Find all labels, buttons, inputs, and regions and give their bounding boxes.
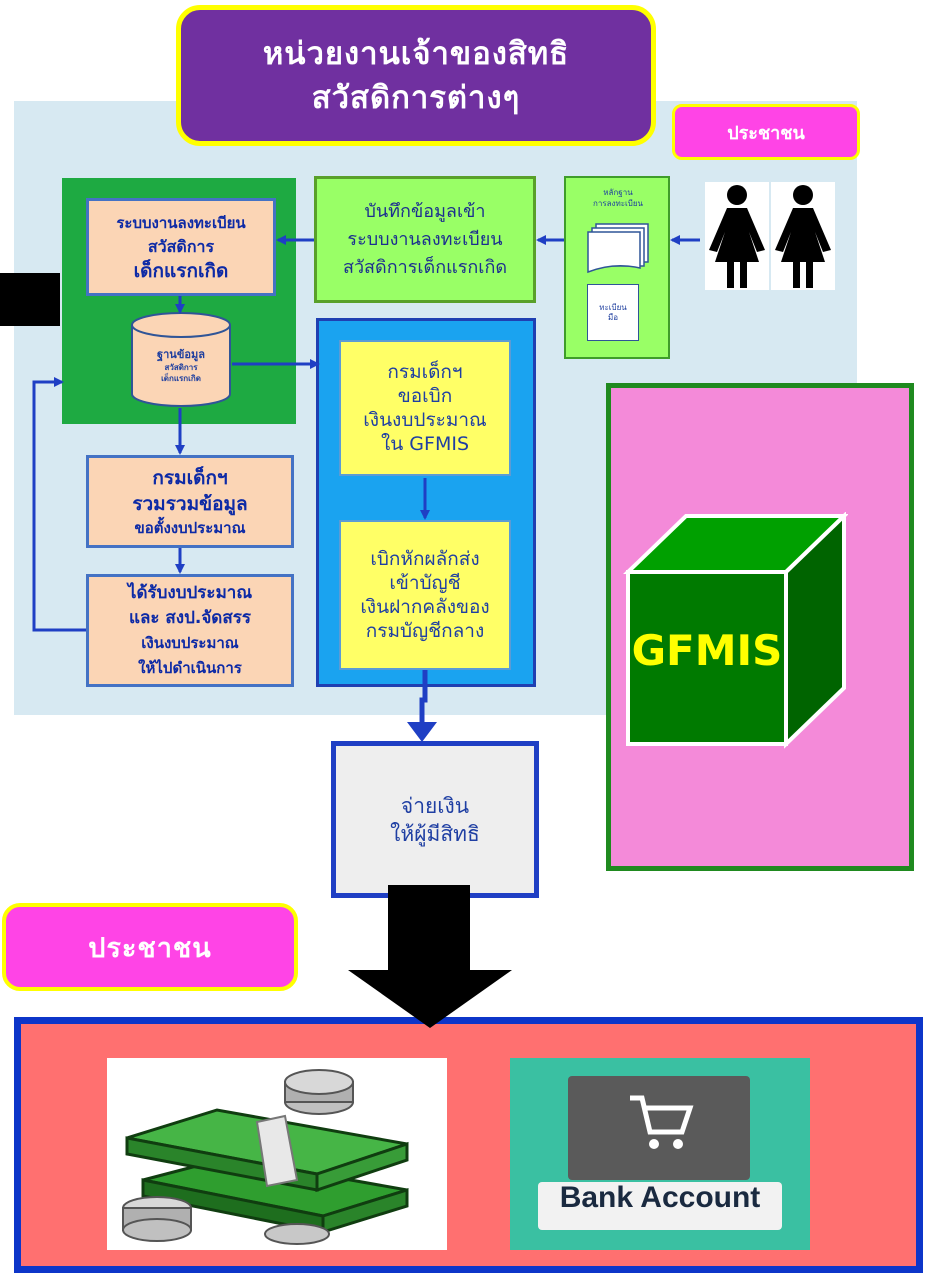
budget-received-box: ได้รับงบประมาณ และ สงป.จัดสรร เงินงบประม…	[86, 574, 294, 687]
arrow-to-payment	[419, 670, 428, 736]
citizen-label-top-text: ประชาชน	[727, 122, 805, 144]
gfmis-cube-icon	[618, 511, 849, 752]
citizen-label-top: ประชาชน	[672, 104, 860, 160]
dept-withdraw-line-3: เงินงบประมาณ	[363, 409, 487, 431]
person-icon	[771, 182, 835, 290]
payment-line-1: จ่ายเงิน	[400, 793, 470, 818]
registration-system-line-3: เด็กแรกเกิด	[133, 260, 229, 282]
title-line-1: หน่วยงานเจ้าของสิทธิ	[262, 35, 570, 72]
arrow-budget-feedback	[32, 377, 86, 632]
registration-system-line-1: ระบบงานลงทะเบียน	[116, 214, 246, 232]
registry-line-1: ทะเบียน	[599, 302, 627, 312]
record-data-line-1: บันทึกข้อมูลเข้า	[364, 200, 486, 222]
evidence-line-2: การลงทะเบียน	[593, 199, 643, 208]
diagram-title: หน่วยงานเจ้าของสิทธิ สวัสดิการต่างๆ	[176, 5, 656, 146]
shopping-cart-icon	[626, 1092, 696, 1154]
cash-stack-svg	[122, 1069, 409, 1245]
deduct-transfer-line-1: เบิกหักผลักส่ง	[370, 548, 480, 570]
black-marker-block	[0, 273, 60, 326]
dept-collect-box: กรมเด็กฯ รวมรวมข้อมูล ขอตั้งงบประมาณ	[86, 455, 294, 548]
cash-stack-icon	[107, 1058, 447, 1250]
bank-account-tile: Bank Account	[510, 1058, 810, 1250]
registry-line-2: มือ	[607, 312, 619, 322]
database-cylinder-icon	[130, 311, 232, 408]
registration-system-box: ระบบงานลงทะเบียน สวัสดิการ เด็กแรกเกิด	[86, 198, 276, 296]
shopping-cart-svg	[630, 1095, 694, 1149]
dept-withdraw-line-1: กรมเด็กฯ	[387, 361, 463, 383]
dept-withdraw-box: กรมเด็กฯ ขอเบิก เงินงบประมาณ ใน GFMIS	[339, 340, 511, 476]
budget-received-line-3: เงินงบประมาณ	[141, 633, 239, 652]
payment-box: จ่ายเงิน ให้ผู้มีสิทธิ	[331, 741, 539, 898]
gfmis-cube-svg	[623, 511, 849, 749]
citizen-label-bottom: ประชาชน	[2, 903, 298, 991]
budget-received-line-1: ได้รับงบประมาณ	[127, 582, 253, 603]
database-line-2: สวัสดิการ	[164, 363, 198, 372]
record-data-line-2: ระบบงานลงทะเบียน	[347, 228, 503, 250]
deduct-transfer-box: เบิกหักผลักส่ง เข้าบัญชี เงินฝากคลังของ …	[339, 520, 511, 670]
deduct-transfer-line-4: กรมบัญชีกลาง	[365, 620, 485, 642]
laptop-base	[538, 1182, 782, 1230]
dept-withdraw-line-2: ขอเบิก	[397, 385, 453, 407]
database-label: ฐานข้อมูล สวัสดิการ เด็กแรกเกิด	[134, 332, 228, 400]
deduct-transfer-line-3: เงินฝากคลังของ	[360, 596, 490, 618]
dept-collect-line-2: รวมรวมข้อมูล	[132, 492, 248, 515]
evidence-label: หลักฐาน การลงทะเบียน	[570, 183, 666, 213]
person-icon-svg-1	[709, 185, 765, 288]
budget-received-line-2: และ สงป.จัดสรร	[129, 607, 251, 628]
title-line-2: สวัสดิการต่างๆ	[311, 79, 521, 116]
big-down-arrow	[348, 885, 512, 1028]
gfmis-label: GFMIS	[628, 610, 786, 690]
registry-document: ทะเบียน มือ	[587, 284, 639, 341]
person-icon-svg-2	[775, 185, 831, 288]
bank-account-label-text: Bank Account	[559, 1181, 761, 1214]
database-cylinder-svg	[131, 312, 231, 407]
deduct-transfer-line-2: เข้าบัญชี	[389, 572, 461, 594]
database-line-1: ฐานข้อมูล	[157, 348, 205, 361]
record-data-box: บันทึกข้อมูลเข้า ระบบงานลงทะเบียน สวัสดิ…	[314, 176, 536, 303]
database-line-3: เด็กแรกเกิด	[161, 374, 201, 383]
record-data-line-3: สวัสดิการเด็กแรกเกิด	[342, 256, 508, 278]
dept-withdraw-line-4: ใน GFMIS	[380, 433, 469, 455]
payment-line-2: ให้ผู้มีสิทธิ	[390, 821, 480, 846]
dept-collect-line-1: กรมเด็กฯ	[152, 466, 228, 489]
budget-received-line-4: ให้ไปดำเนินการ	[138, 658, 242, 677]
citizen-label-bottom-text: ประชาชน	[88, 932, 212, 964]
document-stack-icon	[586, 222, 652, 274]
person-icon	[705, 182, 769, 290]
dept-collect-line-3: ขอตั้งงบประมาณ	[134, 518, 246, 537]
gfmis-label-text: GFMIS	[631, 625, 783, 675]
bank-account-label: Bank Account	[510, 1176, 810, 1220]
laptop-screen	[568, 1076, 750, 1180]
evidence-line-1: หลักฐาน	[603, 188, 633, 197]
document-stack-svg	[587, 223, 649, 274]
arrow-to-payment-head	[407, 722, 437, 742]
registration-system-line-2: สวัสดิการ	[147, 237, 215, 256]
